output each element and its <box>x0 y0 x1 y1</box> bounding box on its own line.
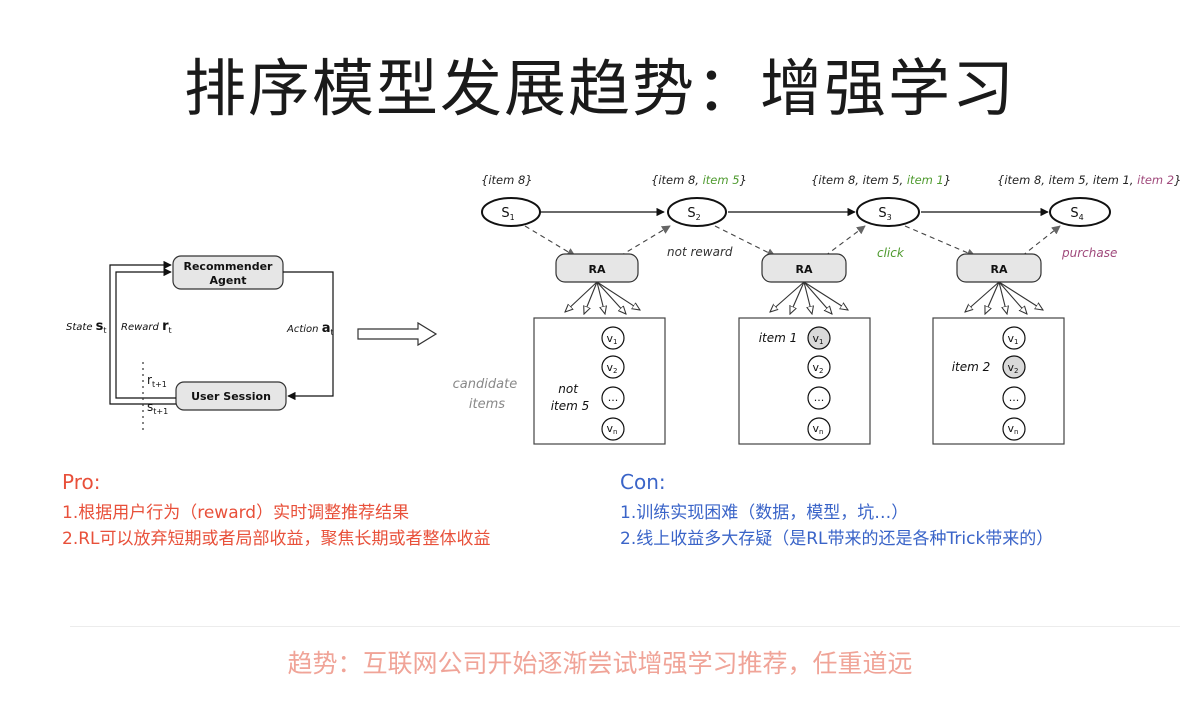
ra-fanout-2 <box>770 281 848 314</box>
svg-text:S4: S4 <box>1070 206 1083 222</box>
ra-fanout-3 <box>965 281 1043 314</box>
state-node-s1: S1 <box>481 197 541 227</box>
svg-text:v1: v1 <box>813 332 824 346</box>
con-item-2: 2.线上收益多大存疑（是RL带来的还是各种Trick带来的） <box>620 529 1054 549</box>
state-node-s4: S4 <box>1049 197 1111 227</box>
svg-text:vn: vn <box>813 422 824 436</box>
svg-text:...: ... <box>608 391 619 404</box>
state-node-s2: S2 <box>667 197 727 227</box>
svg-text:vn: vn <box>607 422 618 436</box>
pro-item-1: 1.根据用户行为（reward）实时调整推荐结果 <box>62 503 410 523</box>
feedback-purchase: purchase <box>1061 246 1117 260</box>
state-label: State st <box>66 319 107 335</box>
svg-text:RA: RA <box>796 263 813 276</box>
dashed-s3-ra <box>904 225 976 257</box>
trend-summary: 趋势：互联网公司开始逐渐尝试增强学习推荐，任重道远 <box>287 649 913 678</box>
con-heading: Con: <box>620 470 666 494</box>
ra-node-3: RA <box>956 253 1042 283</box>
divider <box>70 626 1180 627</box>
user-session-label: User Session <box>191 390 271 403</box>
svg-text:v1: v1 <box>1008 332 1019 346</box>
transition-arrow-icon <box>357 321 438 347</box>
dashed-ra-s2 <box>619 225 671 257</box>
ra-node-2: RA <box>761 253 847 283</box>
svg-text:...: ... <box>1009 391 1020 404</box>
state-node-s3: S3 <box>856 197 920 227</box>
reward-label: Reward rt <box>121 319 172 335</box>
candidate-nodes-box-1: v1 v2 ... vn <box>601 326 625 441</box>
state-set-s1: {item 8} <box>481 173 533 187</box>
svg-text:S2: S2 <box>687 206 700 222</box>
svg-text:...: ... <box>814 391 825 404</box>
svg-text:S3: S3 <box>878 206 891 222</box>
page-title: 排序模型发展趋势：增强学习 <box>183 52 1016 125</box>
action-label: Action at <box>286 321 334 337</box>
reward-arrow <box>115 267 176 399</box>
svg-text:v1: v1 <box>607 332 618 346</box>
candidate-nodes-box-3: v1 v2 ... vn <box>1002 326 1026 441</box>
agent-label-line1: Recommender <box>184 260 274 273</box>
state-chain: S1 S2 S3 S4 {item 8} {item 8, item 5} {i… <box>453 173 1181 445</box>
ra-node-1: RA <box>555 253 639 283</box>
pro-heading: Pro: <box>62 470 101 494</box>
svg-text:vn: vn <box>1008 422 1019 436</box>
pick-label-3: item 2 <box>952 360 991 374</box>
dashed-ra-s4 <box>1021 225 1061 257</box>
pick-label-2: item 1 <box>759 331 798 345</box>
candidate-box-2 <box>738 317 871 445</box>
pick-label-1: not item 5 <box>551 382 590 413</box>
con-item-1: 1.训练实现困难（数据，模型，坑…） <box>620 503 909 523</box>
svg-text:RA: RA <box>589 263 606 276</box>
rl-loop: Recommender Agent User Session State st … <box>66 255 334 432</box>
dashed-ra-s3 <box>824 225 866 257</box>
svg-text:v2: v2 <box>813 361 824 375</box>
state-next-label: st+1 <box>147 400 168 416</box>
candidate-box-3 <box>932 317 1065 445</box>
reward-next-label: rt+1 <box>147 373 167 389</box>
action-arrow <box>283 271 334 401</box>
svg-text:RA: RA <box>991 263 1008 276</box>
svg-text:v2: v2 <box>1008 361 1019 375</box>
dashed-s1-ra <box>524 225 576 257</box>
state-set-s3: {item 8, item 5, item 1} <box>811 173 951 187</box>
svg-text:v2: v2 <box>607 361 618 375</box>
feedback-click: click <box>877 246 905 260</box>
candidate-box-1 <box>533 317 666 445</box>
svg-text:S1: S1 <box>501 206 514 222</box>
candidate-items-label: candidate items <box>453 377 522 412</box>
feedback-not-reward: not reward <box>667 245 733 259</box>
state-set-s4: {item 8, item 5, item 1, item 2} <box>997 173 1181 187</box>
ra-fanout-1 <box>565 281 640 314</box>
state-set-s2: {item 8, item 5} <box>651 173 747 187</box>
pro-item-2: 2.RL可以放弃短期或者局部收益，聚焦长期或者整体收益 <box>62 529 491 549</box>
user-session-box <box>175 381 287 411</box>
agent-label-line2: Agent <box>210 274 247 287</box>
dashed-s2-ra <box>714 225 776 257</box>
candidate-nodes-box-2: v1 v2 ... vn <box>807 326 831 441</box>
